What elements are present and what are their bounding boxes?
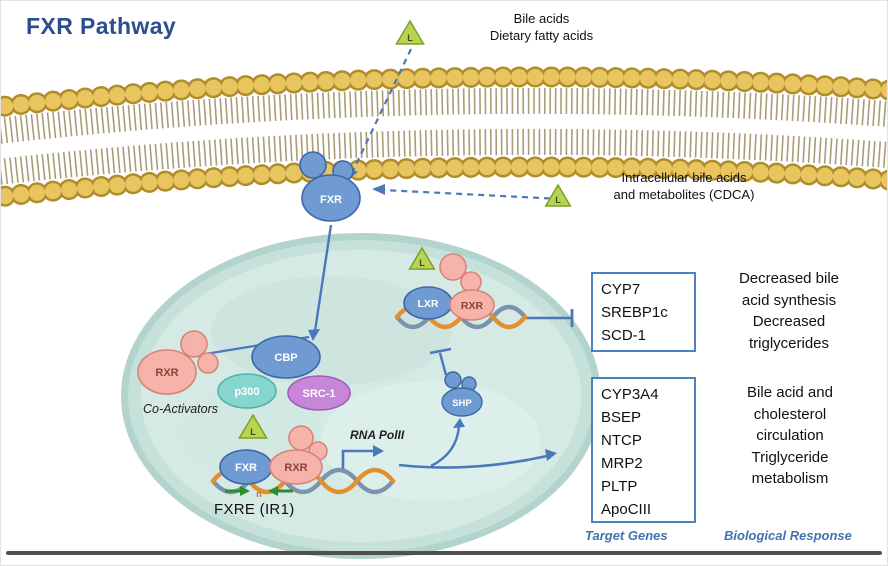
cbp-blob [251, 335, 321, 379]
gene-item: BSEP [601, 409, 642, 426]
nucleus [121, 233, 601, 559]
gene-item: ApoCIII [601, 501, 652, 518]
ligand-triangle-icon [238, 413, 268, 439]
cell-membrane [1, 66, 887, 208]
cbp-label: CBP [274, 352, 297, 364]
intracellular-ligand-text: Intracellular bile acids and metabolites… [613, 170, 755, 202]
rxr-lxr-body [449, 289, 495, 321]
p300-label: p300 [234, 386, 259, 398]
page-title: FXR Pathway [26, 13, 177, 39]
intracellular-ligand-arrow [382, 188, 562, 201]
gene-item: CYP3A4 [601, 386, 659, 403]
ligand-triangle-icon [544, 183, 572, 207]
ligand-letter: L [407, 33, 413, 43]
fxr-to-nucleus-arrowhead [308, 329, 320, 341]
rna-polii-label: RNA PolII [350, 428, 405, 442]
transcription-start-arrowhead [373, 445, 384, 457]
membrane-outer-tails [1, 87, 887, 144]
rxr-lobe-1 [180, 330, 208, 358]
shp-label: SHP [452, 398, 472, 409]
p300-blob [217, 373, 277, 409]
to-target-genes-arrowhead [545, 449, 557, 461]
rxr-lxr-label: RXR [461, 300, 484, 312]
ligand-letter: L [555, 195, 561, 205]
extracellular-ligand-text: Bile acids Dietary fatty acids [489, 11, 594, 43]
fxr-body [301, 174, 361, 222]
fxr-membrane-receptor: FXR [299, 151, 361, 222]
src1-blob [287, 375, 351, 411]
target-genes-box-1: CYP7 SREBP1c SCD-1 [591, 272, 696, 352]
to-target-genes-arrow [398, 454, 548, 469]
rxr-free-label: RXR [155, 367, 178, 379]
to-shp-arrow [430, 425, 461, 468]
ir1-arrowhead-right [268, 486, 278, 496]
rxr-body [137, 349, 197, 395]
gene-item: PLTP [601, 478, 638, 495]
ligand-triangle-icon [408, 246, 436, 270]
gene-item: MRP2 [601, 455, 643, 472]
fxr-to-nucleus-arrow [313, 224, 333, 332]
ligand-letter: L [419, 258, 425, 268]
co-activators-label: Co-Activators [143, 402, 219, 416]
biological-response-caption: Biological Response [724, 528, 852, 543]
ligand-entry-arrow [352, 48, 412, 172]
rxr-dna-body [269, 449, 323, 485]
gene-item: CYP7 [601, 281, 641, 298]
fxr-dna-label: FXR [235, 462, 257, 474]
arrows [198, 48, 574, 473]
ligand-extracellular: L [395, 19, 425, 45]
fxre-element: n [225, 486, 293, 499]
shp-inhibits-lxr-line [438, 352, 448, 376]
membrane-outer-heads [1, 68, 887, 115]
ligand-triangle-icon [395, 19, 425, 45]
biological-response-1: Decreased bile acid synthesis Decreased … [738, 270, 840, 352]
membrane-inner-heads [1, 158, 887, 205]
rxr-lobe-2 [460, 271, 482, 293]
rxr-free-cluster: RXR [137, 330, 219, 395]
ligand-intracellular: L [544, 183, 572, 207]
src1-label: SRC-1 [302, 388, 335, 400]
rxr-lobe-1 [439, 253, 467, 281]
transcription-start-arrow [341, 449, 375, 473]
to-shp-arrowhead [453, 418, 465, 428]
rxr-dna-label: RXR [284, 462, 307, 474]
shp-lobe-1 [444, 371, 462, 389]
lxr-label: LXR [418, 298, 439, 310]
ir1-arrowhead-left [240, 486, 250, 496]
fxr-membrane-label: FXR [320, 194, 342, 206]
gene-item: SREBP1c [601, 304, 668, 321]
fxr-lobe-1 [299, 151, 327, 179]
rxr-lobe-2 [197, 352, 219, 374]
fxre-label: FXRE (IR1) [214, 501, 295, 518]
ligand-letter: L [250, 427, 256, 437]
lxr-rxr-complex: L LXR RXR [403, 246, 495, 321]
shp-body [441, 387, 483, 417]
gene-item: SCD-1 [601, 327, 647, 344]
shp-protein: SHP [441, 371, 483, 417]
ir1-spacer-label: n [256, 489, 262, 499]
biological-response-2: Bile acid and cholesterol circulation Tr… [747, 384, 833, 487]
shp-inhibits-lxr-tbar [429, 347, 452, 355]
page-edge-shadow [6, 551, 882, 555]
gene-item: NTCP [601, 432, 642, 449]
coactivator-complex: CBP p300 SRC-1 [217, 335, 351, 411]
target-genes-caption: Target Genes [585, 528, 668, 543]
intracellular-ligand-arrowhead [372, 184, 385, 195]
fxr-rxr-dimer: L FXR RXR [219, 413, 328, 485]
target-genes-box-2: CYP3A4 BSEP NTCP MRP2 PLTP ApoCIII [591, 377, 696, 523]
